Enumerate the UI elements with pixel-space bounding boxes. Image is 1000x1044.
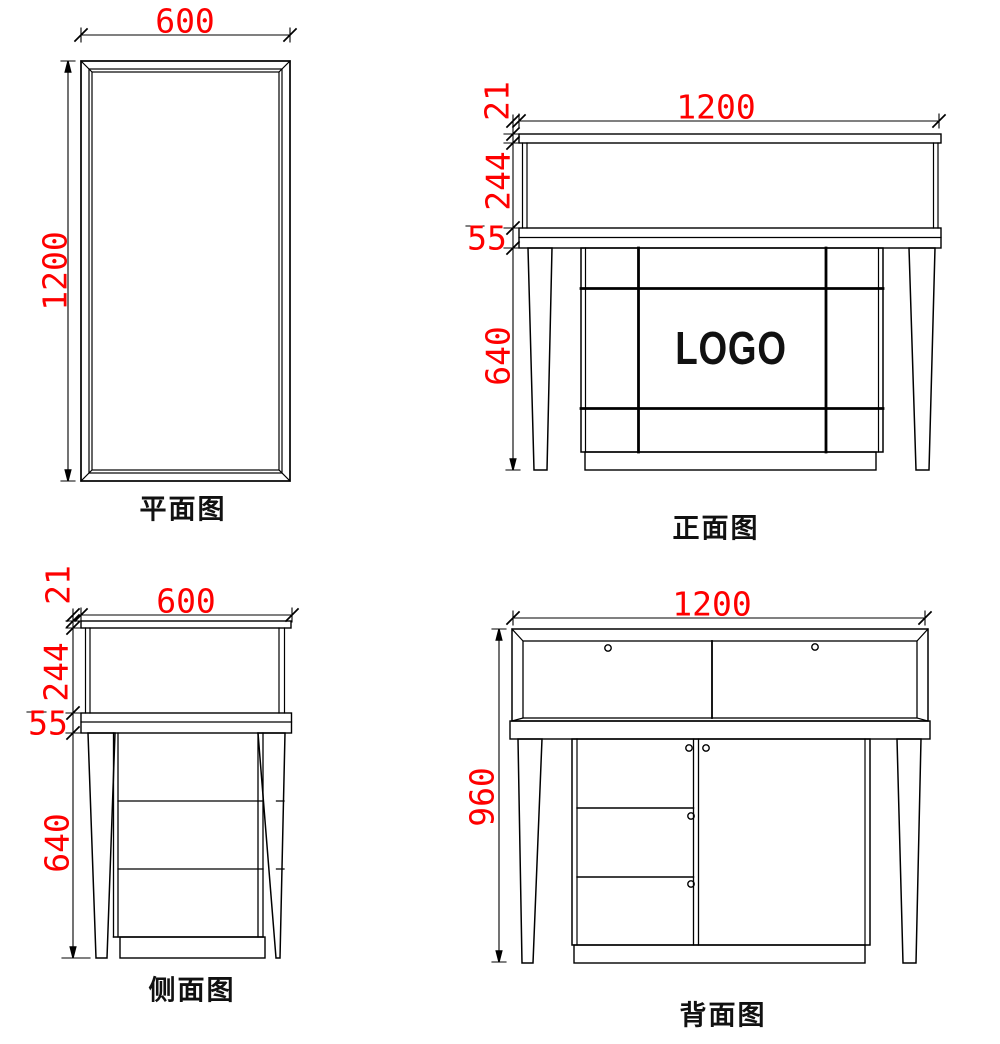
back-view-title: 背面图 xyxy=(679,1000,767,1031)
front-base-height-dimension: 640 xyxy=(478,326,518,386)
side-width-dimension: 600 xyxy=(156,581,216,621)
back-total-height-dimension: 960 xyxy=(462,767,502,827)
back-view-linework xyxy=(491,610,933,964)
plan-depth-dimension: 1200 xyxy=(35,231,75,311)
front-case-height-dimension: 244 xyxy=(478,151,518,211)
front-counter-band-dimension: 55 xyxy=(467,218,507,258)
side-top-thickness-dimension: 21 xyxy=(38,565,78,605)
side-view-title: 侧面图 xyxy=(148,975,236,1006)
front-width-dimension: 1200 xyxy=(676,87,756,127)
plan-view-title: 平面图 xyxy=(139,494,227,525)
back-width-dimension: 1200 xyxy=(672,584,752,624)
side-case-height-dimension: 244 xyxy=(36,642,76,702)
front-top-thickness-dimension: 21 xyxy=(477,81,517,121)
plan-width-dimension: 600 xyxy=(155,1,215,41)
front-view-title: 正面图 xyxy=(672,513,760,544)
side-view-linework xyxy=(26,607,300,959)
front-view-linework xyxy=(465,113,947,471)
plan-view-linework xyxy=(60,27,298,482)
side-counter-band-dimension: 55 xyxy=(28,703,68,743)
logo-text: LOGO xyxy=(675,322,787,374)
side-base-height-dimension: 640 xyxy=(37,813,77,873)
